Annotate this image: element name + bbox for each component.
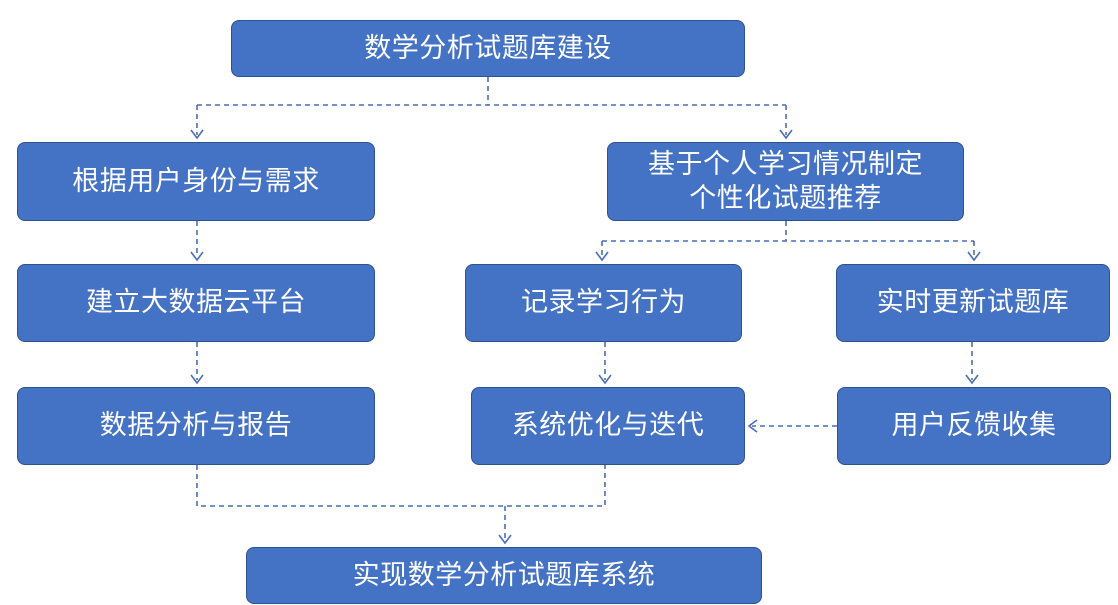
connector-root-split xyxy=(196,77,787,135)
node-label-line-1: 基于个人学习情况制定 xyxy=(648,148,923,180)
node-implement-bank-system: 实现数学分析试题库系统 xyxy=(246,547,762,604)
node-record-learning-behavior: 记录学习行为 xyxy=(465,264,742,342)
arrowhead-to-record xyxy=(595,251,609,262)
node-label-line-2: 个性化试题推荐 xyxy=(689,182,882,214)
arrowhead-to-final xyxy=(498,534,512,545)
node-big-data-cloud-platform: 建立大数据云平台 xyxy=(17,264,375,342)
node-label: 建立大数据云平台 xyxy=(86,287,306,319)
node-label: 记录学习行为 xyxy=(521,287,686,319)
node-label: 根据用户身份与需求 xyxy=(72,165,320,197)
connector-personal-split xyxy=(601,221,975,257)
arrowhead-feedback-to-optimize xyxy=(747,419,758,433)
node-personalized-recommendation: 基于个人学习情况制定 个性化试题推荐 xyxy=(607,142,964,221)
arrowhead-to-optimize xyxy=(598,374,612,385)
node-label: 系统优化与迭代 xyxy=(511,410,705,442)
node-label: 用户反馈收集 xyxy=(891,410,1057,442)
node-label: 实时更新试题库 xyxy=(876,287,1070,319)
node-math-analysis-bank-construction: 数学分析试题库建设 xyxy=(231,20,745,77)
arrowhead-to-feedback xyxy=(965,374,979,385)
node-system-optimization: 系统优化与迭代 xyxy=(471,387,745,465)
node-realtime-bank-update: 实时更新试题库 xyxy=(836,264,1110,342)
arrowhead-to-cloud xyxy=(190,251,204,262)
arrowhead-to-personal xyxy=(779,129,793,140)
connector-merge-to-final xyxy=(196,465,606,540)
arrowhead-to-report xyxy=(190,374,204,385)
node-label: 数学分析试题库建设 xyxy=(364,32,612,64)
node-label: 实现数学分析试题库系统 xyxy=(352,559,656,591)
arrowhead-to-identity xyxy=(190,129,204,140)
node-label: 数据分析与报告 xyxy=(99,410,293,442)
node-data-analysis-report: 数据分析与报告 xyxy=(17,387,375,465)
arrowhead-to-update xyxy=(967,251,981,262)
node-user-identity-needs: 根据用户身份与需求 xyxy=(17,142,375,221)
node-user-feedback-collection: 用户反馈收集 xyxy=(837,387,1111,465)
